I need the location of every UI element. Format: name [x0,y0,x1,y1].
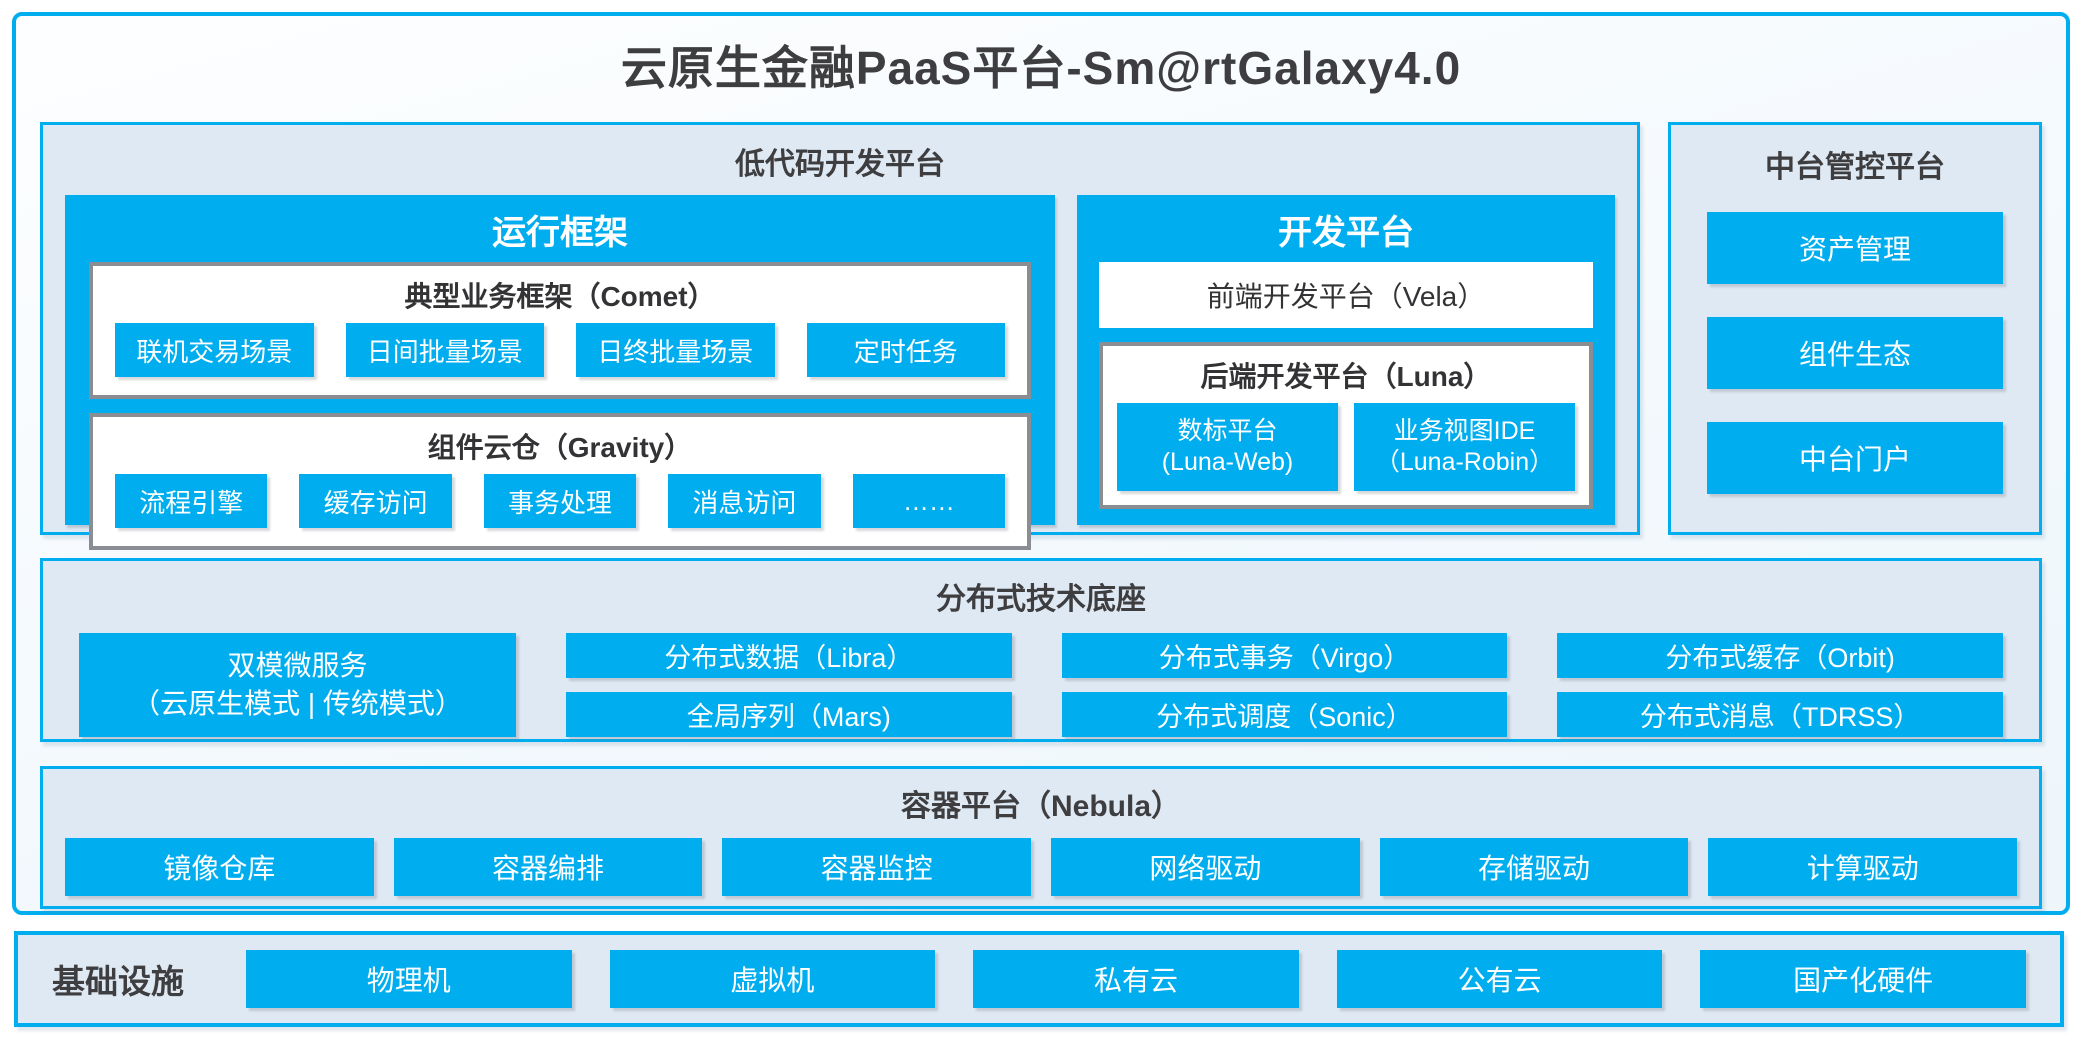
block-cache-access[interactable]: 缓存访问 [299,474,452,528]
top-row: 低代码开发平台 运行框架 典型业务框架（Comet） 联机交易场景 日间批量场景… [40,122,2042,550]
low-code-platform-title: 低代码开发平台 [735,148,945,181]
luna-title: 后端开发平台（Luna） [1200,361,1492,392]
middle-platform-items: 资产管理 组件生态 中台门户 [1707,212,2003,494]
block-storage-driver[interactable]: 存储驱动 [1379,838,1689,896]
block-online-trading[interactable]: 联机交易场景 [115,323,314,377]
dual-mode-line1: 双模微服务 [227,650,368,682]
block-component-ecosystem[interactable]: 组件生态 [1707,317,2003,389]
block-container-monitoring[interactable]: 容器监控 [722,838,1032,896]
block-daytime-batch[interactable]: 日间批量场景 [345,323,544,377]
block-private-cloud[interactable]: 私有云 [973,950,1299,1008]
container-platform-items: 镜像仓库 容器编排 容器监控 网络驱动 存储驱动 计算驱动 [65,838,2018,896]
gravity-items: 流程引擎 缓存访问 事务处理 消息访问 …… [93,474,1027,546]
luna-items: 数标平台 (Luna-Web) 业务视图IDE （Luna-Robin） [1103,403,1589,505]
block-distributed-scheduling-sonic[interactable]: 分布式调度（Sonic） [1061,692,1508,737]
block-process-engine[interactable]: 流程引擎 [115,474,268,528]
comet-items: 联机交易场景 日间批量场景 日终批量场景 定时任务 [93,323,1027,395]
platform-frame: 云原生金融PaaS平台-Sm@rtGalaxy4.0 低代码开发平台 运行框架 … [12,12,2070,915]
middle-platform-title: 中台管控平台 [1765,151,1945,184]
section-middle-platform: 中台管控平台 资产管理 组件生态 中台门户 [1668,122,2042,535]
block-endofday-batch[interactable]: 日终批量场景 [576,323,775,377]
block-domestic-hardware[interactable]: 国产化硬件 [1700,950,2026,1008]
section-distributed-base: 分布式技术底座 双模微服务 （云原生模式 | 传统模式） 分布式数据（Libra… [40,558,2042,742]
block-network-driver[interactable]: 网络驱动 [1051,838,1360,896]
subsection-dev-platform: 开发平台 前端开发平台（Vela） 后端开发平台（Luna） 数标平台 (Lun… [1077,195,1615,525]
section-low-code-platform: 低代码开发平台 运行框架 典型业务框架（Comet） 联机交易场景 日间批量场景… [40,122,1640,550]
subsection-runtime-framework: 运行框架 典型业务框架（Comet） 联机交易场景 日间批量场景 日终批量场景 … [65,195,1055,550]
distributed-col-2: 分布式事务（Virgo） 分布式调度（Sonic） [1061,633,1508,737]
container-platform-title: 容器平台（Nebula） [900,790,1182,823]
block-physical-machine[interactable]: 物理机 [246,950,572,1008]
block-image-registry[interactable]: 镜像仓库 [65,838,374,896]
block-virtual-machine[interactable]: 虚拟机 [609,950,936,1008]
runtime-framework-title: 运行框架 [492,214,628,252]
block-vela-frontend[interactable]: 前端开发平台（Vela） [1099,262,1593,328]
dual-mode-line2: （云原生模式 | 传统模式） [132,688,463,719]
comet-title: 典型业务框架（Comet） [404,281,716,312]
luna-web-line1: 数标平台 [1177,416,1278,445]
group-gravity: 组件云仓（Gravity） 流程引擎 缓存访问 事务处理 消息访问 …… [89,413,1031,550]
block-scheduled-task[interactable]: 定时任务 [806,323,1005,377]
block-public-cloud[interactable]: 公有云 [1336,950,1663,1008]
block-distributed-cache-orbit[interactable]: 分布式缓存（Orbit) [1557,633,2004,678]
luna-robin-line2: （Luna-Robin） [1374,448,1555,476]
block-compute-driver[interactable]: 计算驱动 [1708,838,2018,896]
group-luna: 后端开发平台（Luna） 数标平台 (Luna-Web) 业务视图IDE （Lu… [1099,342,1593,509]
block-distributed-message-tdrss[interactable]: 分布式消息（TDRSS） [1557,692,2004,737]
block-dual-mode-microservice[interactable]: 双模微服务 （云原生模式 | 传统模式） [79,633,516,737]
gravity-title: 组件云仓（Gravity） [427,432,693,463]
section-infrastructure: 基础设施 物理机 虚拟机 私有云 公有云 国产化硬件 [14,931,2064,1027]
block-luna-robin[interactable]: 业务视图IDE （Luna-Robin） [1354,403,1575,491]
distributed-col-3: 分布式缓存（Orbit) 分布式消息（TDRSS） [1557,633,2004,737]
block-distributed-transaction-virgo[interactable]: 分布式事务（Virgo） [1061,633,1508,678]
low-code-body: 运行框架 典型业务框架（Comet） 联机交易场景 日间批量场景 日终批量场景 … [65,195,1615,550]
distributed-base-title: 分布式技术底座 [936,583,1146,616]
infrastructure-title: 基础设施 [52,963,184,1000]
block-asset-management[interactable]: 资产管理 [1707,212,2003,284]
block-luna-web[interactable]: 数标平台 (Luna-Web) [1117,403,1338,491]
page-title: 云原生金融PaaS平台-Sm@rtGalaxy4.0 [620,42,1462,94]
section-container-platform: 容器平台（Nebula） 镜像仓库 容器编排 容器监控 网络驱动 存储驱动 计算… [40,766,2042,909]
block-middle-portal[interactable]: 中台门户 [1707,422,2003,494]
block-global-sequence-mars[interactable]: 全局序列（Mars) [566,692,1012,737]
dev-platform-title: 开发平台 [1278,214,1414,252]
group-comet: 典型业务框架（Comet） 联机交易场景 日间批量场景 日终批量场景 定时任务 [89,262,1031,399]
luna-web-line2: (Luna-Web) [1161,448,1294,476]
distributed-col-1: 分布式数据（Libra） 全局序列（Mars) [566,633,1012,737]
block-more-ellipsis[interactable]: …… [852,474,1006,528]
block-transaction-processing[interactable]: 事务处理 [483,474,637,528]
distributed-grid: 双模微服务 （云原生模式 | 传统模式） 分布式数据（Libra） 全局序列（M… [79,633,2004,737]
luna-robin-line1: 业务视图IDE [1393,416,1536,445]
block-container-orchestration[interactable]: 容器编排 [393,838,703,896]
block-distributed-data-libra[interactable]: 分布式数据（Libra） [566,633,1012,678]
block-message-access[interactable]: 消息访问 [668,474,821,528]
